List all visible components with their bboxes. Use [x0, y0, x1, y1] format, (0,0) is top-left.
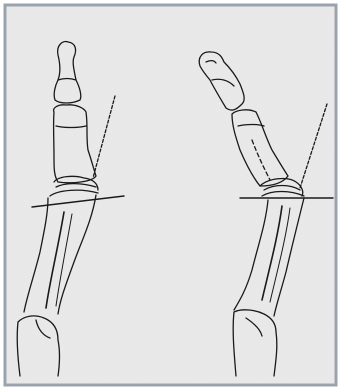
- paper-texture: [7, 7, 334, 383]
